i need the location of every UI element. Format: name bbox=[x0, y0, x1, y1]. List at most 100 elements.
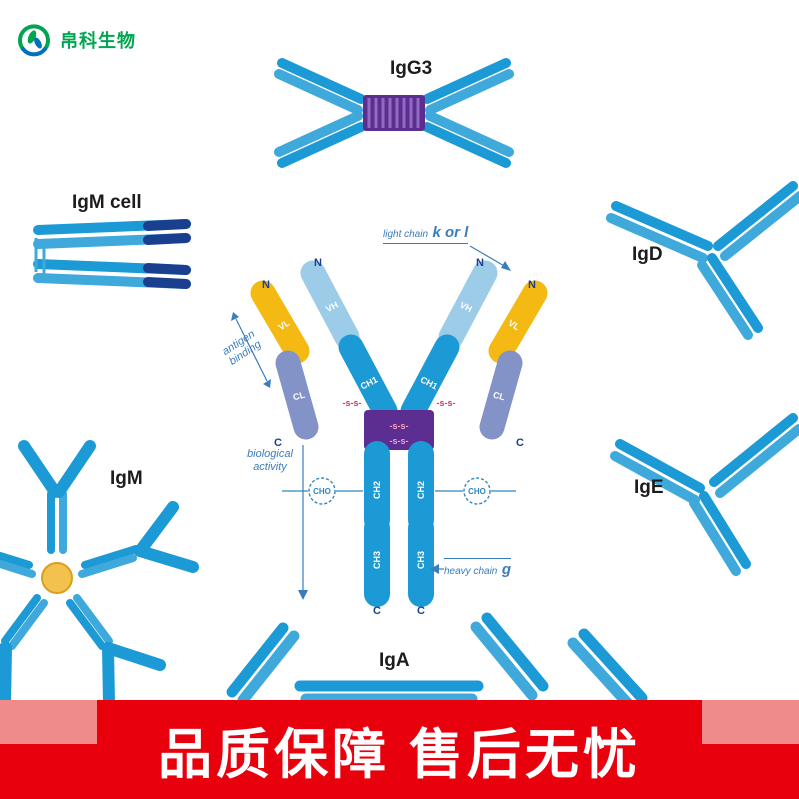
chain-segment bbox=[578, 628, 648, 704]
chain-segment bbox=[689, 498, 741, 576]
antigen-binding-arrowhead bbox=[231, 312, 239, 321]
n-terminus-label: N bbox=[476, 257, 484, 269]
logo-icon bbox=[18, 24, 50, 57]
label-iga: IgA bbox=[379, 650, 410, 671]
chain-segment bbox=[81, 545, 140, 569]
chain-segment bbox=[134, 501, 179, 557]
light-chain-types: k or l bbox=[432, 224, 469, 241]
c-terminus-label: C bbox=[373, 605, 381, 617]
disulfide-label: -s-s- bbox=[389, 421, 408, 431]
chain-segment bbox=[715, 424, 799, 498]
light-chain-annotation: light chain k or l bbox=[383, 224, 469, 244]
chain-segment bbox=[66, 599, 106, 650]
n-terminus-label: N bbox=[262, 279, 270, 291]
chain-segment bbox=[237, 630, 300, 706]
ch2-label: CH2 bbox=[372, 481, 382, 499]
cl-label: CL bbox=[492, 390, 507, 403]
vh-domain bbox=[438, 260, 498, 350]
igg3-structure bbox=[274, 58, 514, 168]
vl-domain bbox=[488, 280, 548, 364]
chain-segment bbox=[102, 642, 166, 671]
chain-segment bbox=[277, 58, 366, 104]
ch2-label: CH2 bbox=[416, 481, 426, 499]
chain-segment bbox=[78, 554, 137, 578]
promo-slogan: 品质保障 售后无忧 bbox=[157, 725, 641, 785]
chain-segment bbox=[274, 111, 363, 157]
chain-segment bbox=[277, 122, 366, 168]
chain-segment bbox=[422, 58, 511, 104]
central-igg-diagram: -s-s- -s-s- -s-s- -s-s- CHO CHO VL VH CH… bbox=[231, 245, 548, 617]
ige-structure bbox=[610, 413, 799, 576]
disulfide-label: -s-s- bbox=[389, 436, 408, 446]
chain-segment bbox=[422, 122, 511, 168]
igd-structure bbox=[606, 181, 799, 340]
igm-cell-structure bbox=[33, 219, 191, 289]
c-terminus-label: C bbox=[274, 437, 282, 449]
antigen-binding-arrow bbox=[235, 318, 268, 382]
antigen-binding-arrowhead bbox=[263, 379, 271, 388]
chain-segment bbox=[425, 111, 514, 157]
heavy-chain-arrowhead bbox=[430, 564, 439, 574]
ch3-label: CH3 bbox=[372, 551, 382, 569]
chain-segment bbox=[18, 440, 61, 498]
membrane-anchor-segment bbox=[143, 219, 191, 231]
banner-corner-left bbox=[0, 700, 97, 744]
banner-corner-right bbox=[702, 700, 799, 744]
cl-label: CL bbox=[292, 390, 307, 403]
chain-segment bbox=[699, 491, 751, 569]
membrane-anchor-segment bbox=[143, 277, 191, 289]
chain-segment bbox=[615, 439, 705, 493]
chain-segment bbox=[0, 559, 36, 578]
heavy-chain-type: g bbox=[501, 561, 511, 578]
chain-segment bbox=[713, 181, 798, 251]
chain-segment bbox=[134, 545, 199, 573]
light-chain-arrowhead bbox=[501, 261, 511, 271]
label-igg3: IgG3 bbox=[390, 58, 433, 79]
disulfide-label: -s-s- bbox=[342, 398, 361, 408]
igg3-hinge-stripes bbox=[367, 98, 420, 128]
label-igd: IgD bbox=[632, 244, 663, 265]
n-terminus-label: N bbox=[528, 279, 536, 291]
label-igm-cell: IgM cell bbox=[72, 192, 142, 213]
chain-segment bbox=[709, 413, 798, 487]
c-terminus-label: C bbox=[417, 605, 425, 617]
chain-segment bbox=[1, 594, 41, 645]
chain-segment bbox=[610, 451, 700, 505]
chain-segment bbox=[425, 69, 514, 115]
chain-segment bbox=[720, 191, 799, 261]
chain-segment bbox=[697, 260, 753, 340]
biological-activity-arrowhead bbox=[298, 590, 308, 600]
iga-structure bbox=[226, 612, 648, 713]
label-igm: IgM bbox=[110, 468, 143, 489]
j-chain-core bbox=[41, 562, 73, 594]
hinge-region bbox=[364, 410, 434, 450]
heavy-chain-annotation: heavy chain g bbox=[444, 558, 511, 579]
chain-segment bbox=[707, 253, 763, 333]
company-name: 帛科生物 bbox=[60, 31, 136, 51]
cho-circle bbox=[463, 477, 491, 505]
cl-domain bbox=[275, 350, 319, 440]
heavy-chain-text: heavy chain bbox=[444, 566, 498, 577]
chain-segment bbox=[567, 637, 637, 713]
membrane-anchor-segment bbox=[143, 263, 191, 275]
cho-label: CHO bbox=[313, 487, 331, 496]
c-terminus-label: C bbox=[516, 437, 524, 449]
label-ige: IgE bbox=[634, 477, 664, 498]
chain-segment bbox=[102, 642, 115, 709]
chain-segment bbox=[73, 594, 113, 645]
vl-domain bbox=[250, 280, 310, 364]
cl-domain bbox=[479, 350, 523, 440]
chain-segment bbox=[611, 201, 713, 251]
vh-domain bbox=[300, 260, 360, 350]
promo-banner: 品质保障 售后无忧 bbox=[0, 700, 799, 799]
chain-segment bbox=[0, 551, 33, 569]
chain-segment bbox=[0, 642, 12, 709]
igm-pentamer-structure bbox=[0, 440, 199, 709]
biological-activity-annotation: biological activity bbox=[247, 448, 293, 473]
ch1-domain bbox=[400, 334, 460, 424]
chain-segment bbox=[8, 599, 48, 650]
chain-segment bbox=[274, 69, 363, 115]
light-chain-pointer bbox=[469, 245, 507, 268]
disulfide-label: -s-s- bbox=[436, 398, 455, 408]
n-terminus-label: N bbox=[314, 257, 322, 269]
